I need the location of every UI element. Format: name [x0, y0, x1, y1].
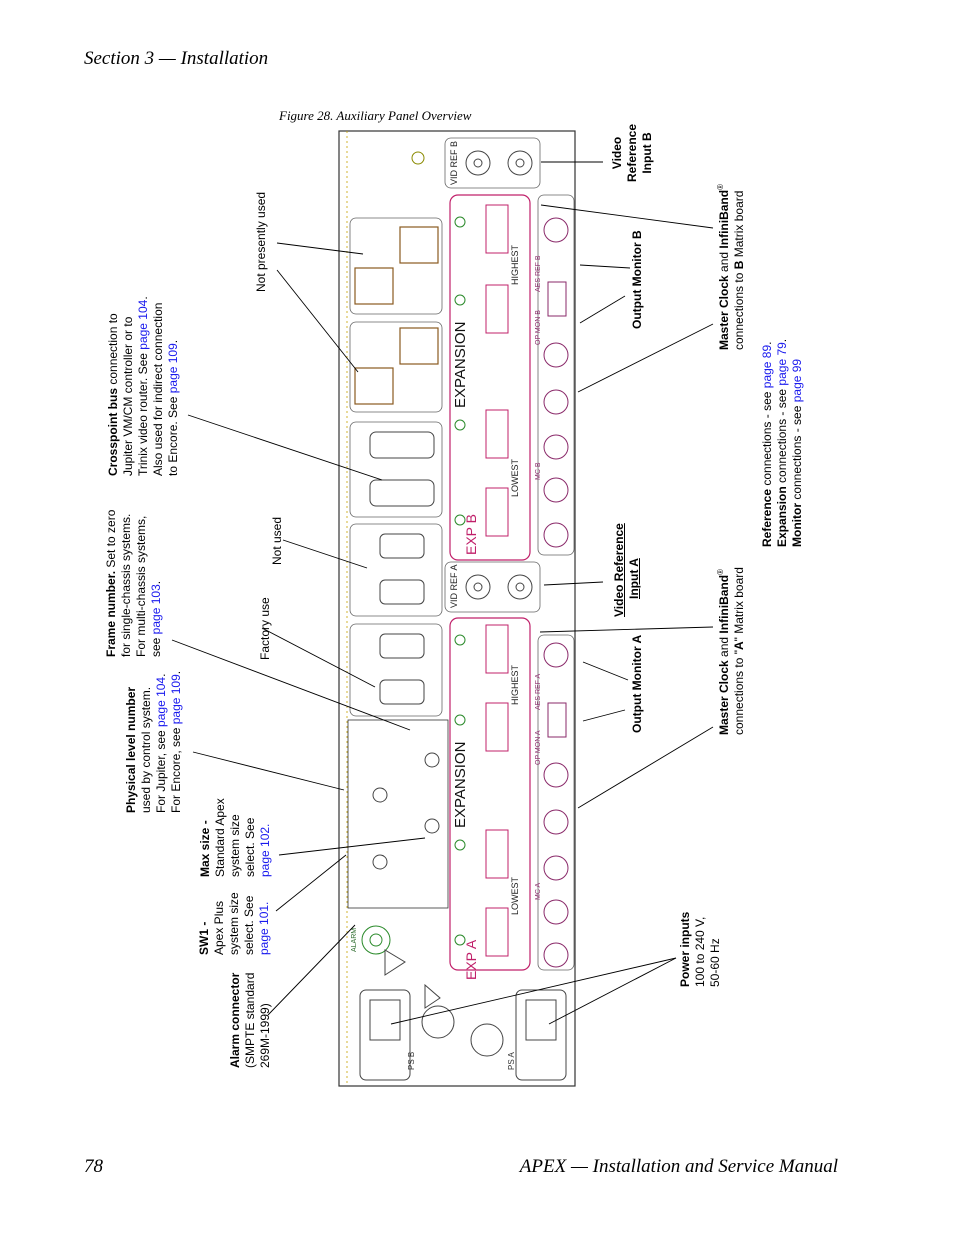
section-header: Section 3 — Installation [84, 48, 269, 69]
label-lowest-a: LOWEST [510, 876, 520, 915]
callout-not-used: Not used [270, 516, 284, 565]
callout-video-reference-b: Video Reference Input B [610, 123, 654, 182]
callout-max-size: Max size - Standard Apex system size sel… [198, 798, 272, 877]
label-lowest-b: LOWEST [510, 458, 520, 497]
callout-alarm-connector: Alarm connector (SMPTE standard 269M-199… [228, 972, 272, 1068]
label-exp-b: EXP B [463, 514, 479, 555]
label-vid-ref-a: VID REF A [449, 564, 459, 608]
callout-sw1: SW1 - Apex Plus system size select. See … [197, 892, 271, 955]
label-ps-b: PS B [407, 1052, 416, 1070]
physical-encore-link[interactable]: page 109 [169, 674, 183, 725]
callout-factory-use: Factory use [258, 597, 272, 660]
callout-crosspoint-bus: Crosspoint bus connection to Jupiter VM/… [106, 296, 180, 476]
expansion-page-link[interactable]: page 79 [775, 342, 789, 386]
callout-output-monitor-a: Output Monitor A [630, 634, 644, 733]
connection-legend: Reference connections - see page 89. Exp… [760, 338, 804, 547]
page-number: 78 [84, 1156, 103, 1177]
reference-page-link[interactable]: page 89 [760, 344, 774, 389]
callout-frame-number: Frame number. Set to zero for single-cha… [104, 509, 163, 657]
label-aes-ref-b: AES REF B [535, 255, 542, 292]
callout-not-presently-used: Not presently used [254, 191, 268, 292]
label-expansion-b: EXPANSION [452, 322, 469, 408]
callout-power-inputs: Power inputs 100 to 240 V, 50-60 Hz [678, 911, 722, 987]
frame-page-link[interactable]: page 103 [149, 584, 163, 635]
callout-output-monitor-b: Output Monitor B [630, 230, 644, 329]
manual-title: APEX — Installation and Service Manual [519, 1156, 838, 1177]
callout-physical-level: Physical level number used by control sy… [124, 670, 183, 813]
crosspoint-encore-link[interactable]: page 109 [166, 343, 180, 394]
label-vid-ref-b: VID REF B [449, 141, 459, 185]
sw1-page-link[interactable]: page 101. [257, 901, 271, 955]
callout-master-clock-a: Master Clock and InfiniBand® connections… [716, 567, 746, 735]
crosspoint-jupiter-link[interactable]: page 104 [136, 299, 150, 350]
label-op-mon-b: OP MON B [535, 310, 542, 345]
physical-jupiter-link[interactable]: page 104 [154, 676, 168, 727]
panel-outline [338, 130, 576, 1087]
label-highest-a: HIGHEST [510, 664, 520, 705]
figure-caption: Figure 28. Auxiliary Panel Overview [279, 108, 472, 123]
label-aes-ref-a: AES REF A [535, 673, 542, 710]
callout-master-clock-b: Master Clock and InfiniBand® connections… [716, 184, 746, 350]
maxsize-page-link[interactable]: page 102. [258, 823, 272, 877]
label-ps-a: PS A [507, 1052, 516, 1070]
label-expansion-a: EXPANSION [452, 742, 469, 828]
label-mc-b: MC B [535, 462, 542, 480]
callout-video-reference-a: Video Reference Input A [612, 523, 641, 617]
label-mc-a: MC A [535, 883, 542, 900]
label-highest-b: HIGHEST [510, 244, 520, 285]
label-exp-a: EXP A [463, 939, 479, 980]
label-op-mon-a: OP MON A [535, 730, 542, 765]
monitor-page-link[interactable]: page 99 [790, 358, 804, 403]
label-alarm: ALARM [351, 928, 358, 952]
